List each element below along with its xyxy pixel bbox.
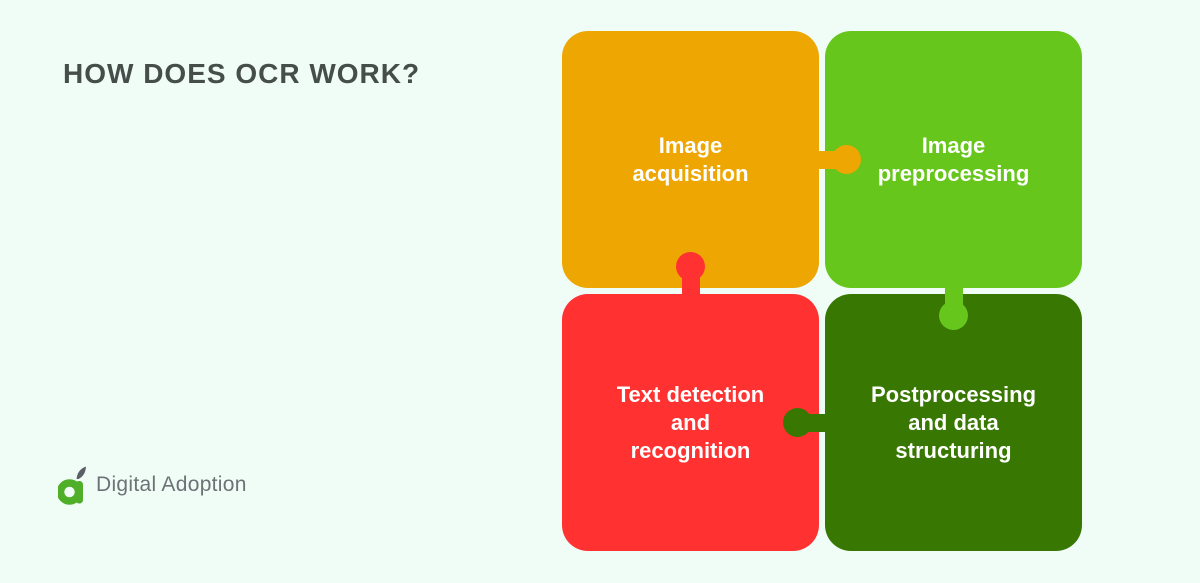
puzzle-knob-circle [939,301,968,330]
puzzle-piece-text-detection-and-recognition: Text detection and recognition [562,252,819,551]
digital-adoption-a-icon [58,466,86,505]
puzzle-piece-label: Image acquisition [632,132,749,186]
puzzle-piece-label: Text detection and recognition [616,381,765,463]
puzzle-piece-image-preprocessing: Image preprocessing [825,31,1082,330]
puzzle-piece-label: Postprocessing and data structuring [870,381,1037,463]
puzzle-piece-image-acquisition: Image acquisition [562,31,861,288]
brand-lockup: Digital Adoption [58,464,247,506]
puzzle-piece-postprocessing-and-data-structuring: Postprocessing and data structuring [783,294,1082,551]
puzzle-knob-circle [783,408,812,437]
brand-name: Digital Adoption [96,473,247,496]
puzzle-knob-circle [676,252,705,281]
puzzle-knob-circle [832,145,861,174]
puzzle-piece-label: Image preprocessing [877,132,1030,186]
page-title: HOW DOES OCR WORK? [63,58,421,89]
